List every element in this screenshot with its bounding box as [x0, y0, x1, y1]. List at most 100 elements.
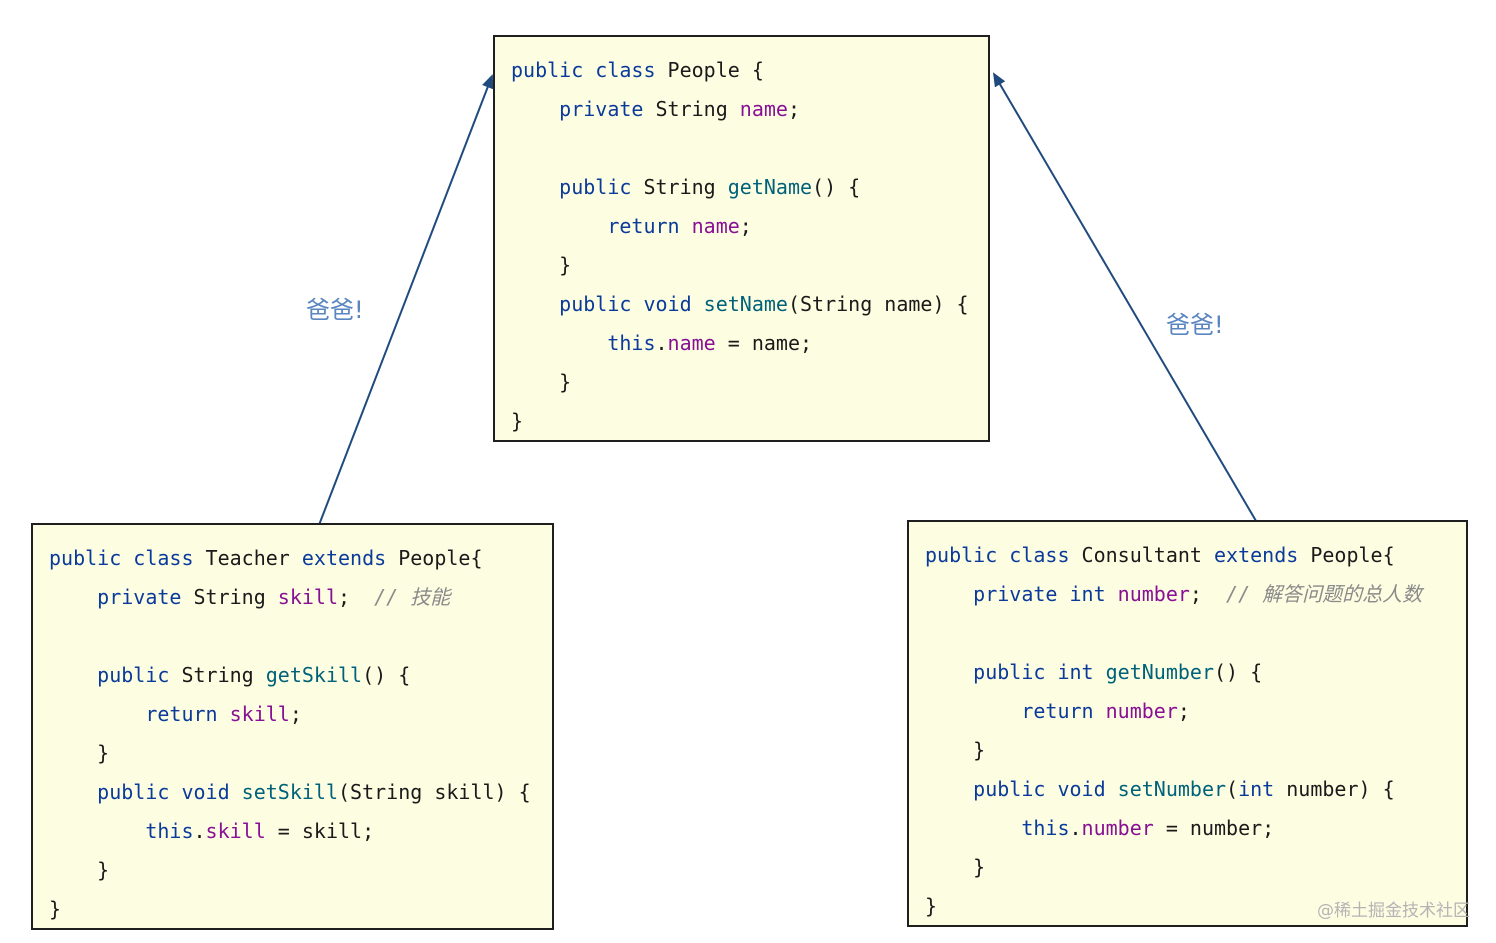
code-line: public void setName(String name) {: [511, 285, 968, 324]
left-arrow-label: 爸爸!: [306, 296, 364, 324]
code-token: getName: [727, 175, 813, 199]
code-token: () {: [362, 663, 411, 687]
code-token: ;: [739, 214, 752, 238]
code-token: ;: [338, 585, 375, 609]
code-token: setNumber: [1117, 777, 1227, 801]
code-line: [49, 617, 531, 656]
code-token: public int: [973, 660, 1094, 684]
code-token: }: [511, 370, 572, 394]
code-token: private: [559, 97, 644, 121]
code-token: .: [1069, 816, 1082, 840]
code-line: public void setNumber(int number) {: [925, 770, 1422, 809]
code-token: [511, 175, 559, 199]
code-token: number: [1081, 816, 1154, 840]
code-token: number: [1117, 582, 1190, 606]
right-arrow-label: 爸爸!: [1166, 311, 1224, 339]
code-token: // 解答问题的总人数: [1226, 582, 1423, 606]
code-token: public class: [49, 546, 194, 570]
people-class-box: public class People { private String nam…: [493, 35, 990, 442]
code-token: [230, 780, 242, 804]
code-line: return number;: [925, 692, 1422, 731]
code-token: [925, 660, 973, 684]
code-token: [49, 819, 145, 843]
code-line: this.number = number;: [925, 809, 1422, 848]
code-line: }: [511, 402, 969, 441]
code-line: return skill;: [49, 695, 531, 734]
code-token: [218, 702, 230, 726]
code-token: People {: [655, 58, 764, 82]
code-token: return: [145, 702, 218, 726]
code-token: setName: [703, 292, 788, 316]
code-token: }: [511, 253, 572, 277]
code-token: return: [1021, 699, 1094, 723]
code-token: [49, 702, 145, 726]
code-token: [692, 292, 704, 316]
code-token: String: [169, 663, 266, 687]
code-token: [49, 780, 97, 804]
code-token: private: [97, 585, 182, 609]
code-token: number) {: [1274, 777, 1395, 801]
code-token: extends: [1214, 543, 1299, 567]
code-token: [511, 292, 559, 316]
code-token: ;: [787, 97, 801, 121]
code-token: () {: [812, 175, 861, 199]
code-token: [925, 582, 973, 606]
code-line: public String getName() {: [511, 168, 969, 207]
code-token: [1106, 777, 1118, 801]
code-token: this: [1021, 816, 1070, 840]
code-token: skill: [229, 702, 290, 726]
code-token: [925, 816, 1021, 840]
code-token: private int: [973, 582, 1106, 606]
code-token: }: [925, 894, 938, 918]
code-token: Consultant: [1069, 543, 1214, 567]
code-token: [49, 585, 97, 609]
code-line: }: [925, 887, 1422, 926]
code-token: getNumber: [1105, 660, 1215, 684]
code-token: [925, 777, 973, 801]
code-token: (String skill) {: [338, 780, 531, 804]
code-line: private String skill; // 技能: [49, 578, 531, 617]
code-token: }: [925, 855, 986, 879]
code-token: public class: [925, 543, 1070, 567]
code-line: this.skill = skill;: [49, 812, 531, 851]
code-token: // 技能: [374, 585, 451, 609]
watermark: @稀土掘金技术社区: [1317, 901, 1470, 921]
code-token: }: [49, 858, 110, 882]
code-token: [49, 663, 97, 687]
code-token: = skill;: [265, 819, 375, 843]
code-line: public int getNumber() {: [925, 653, 1422, 692]
code-line: }: [49, 890, 531, 929]
code-line: }: [511, 246, 969, 285]
people-class-code: public class People { private String nam…: [511, 51, 969, 441]
code-token: (: [1226, 777, 1239, 801]
code-token: name: [739, 97, 788, 121]
code-line: this.name = name;: [511, 324, 969, 363]
code-line: public class Consultant extends People{: [925, 536, 1422, 575]
code-token: int: [1238, 777, 1275, 801]
code-token: [1106, 582, 1118, 606]
code-line: }: [925, 731, 1422, 770]
code-token: [925, 699, 1021, 723]
teacher-to-people-arrow: [313, 74, 494, 539]
code-token: public: [97, 663, 170, 687]
code-token: [511, 214, 607, 238]
code-token: String: [631, 175, 728, 199]
code-token: return: [607, 214, 680, 238]
code-token: this: [145, 819, 194, 843]
code-token: () {: [1214, 660, 1263, 684]
code-token: = number;: [1153, 816, 1275, 840]
code-token: name: [691, 214, 740, 238]
code-token: setSkill: [241, 780, 338, 804]
code-token: String: [181, 585, 278, 609]
code-line: return name;: [511, 207, 969, 246]
code-line: }: [49, 734, 531, 773]
consultant-class-code: public class Consultant extends People{ …: [925, 536, 1422, 926]
code-token: .: [655, 331, 668, 355]
code-line: public String getSkill() {: [49, 656, 531, 695]
code-token: this: [607, 331, 656, 355]
code-token: = name;: [715, 331, 813, 355]
code-token: [680, 214, 692, 238]
code-token: .: [193, 819, 206, 843]
code-token: }: [511, 409, 524, 433]
